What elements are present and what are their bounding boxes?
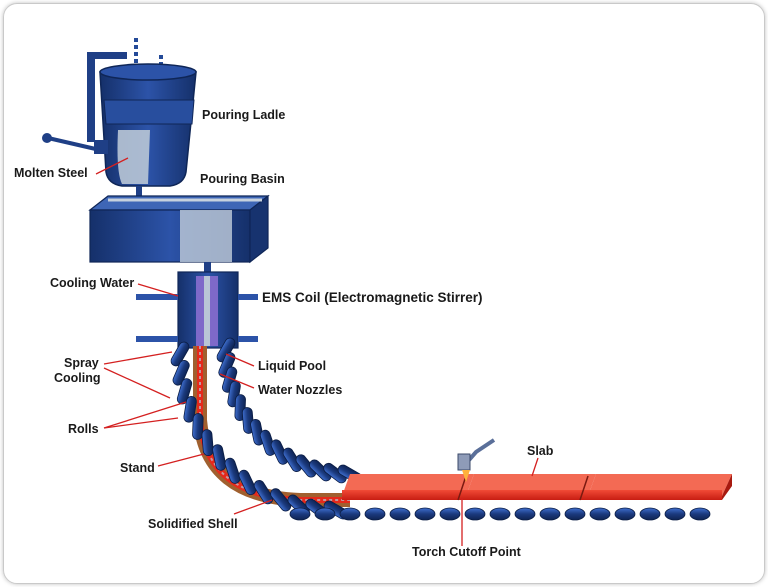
roll <box>270 488 292 512</box>
roll <box>212 444 227 471</box>
roll <box>664 507 686 521</box>
label-stand: Stand <box>120 461 155 475</box>
roll <box>289 507 311 521</box>
roll <box>464 507 486 521</box>
label-rolls: Rolls <box>68 422 99 436</box>
label-spray-cooling-line2: Cooling <box>54 371 101 385</box>
roll <box>514 507 536 521</box>
roll <box>564 507 586 521</box>
roll <box>614 507 636 521</box>
label-torch-cutoff-point: Torch Cutoff Point <box>412 545 522 559</box>
label-spray-cooling-line1: Spray <box>64 356 99 370</box>
label-water-nozzles: Water Nozzles <box>258 383 342 397</box>
pouring-basin <box>88 194 270 276</box>
roll <box>224 457 241 484</box>
labels: Pouring Ladle Molten Steel Pouring Basin… <box>14 108 554 559</box>
roll <box>689 507 711 521</box>
pouring-ladle <box>42 38 197 204</box>
leader-lines <box>95 157 539 546</box>
roll <box>314 507 336 521</box>
mould-ems-coil <box>136 271 258 349</box>
label-ems-coil: EMS Coil (Electromagnetic Stirrer) <box>262 290 483 305</box>
roll <box>639 507 661 521</box>
slab-run <box>342 474 732 501</box>
cutting-torch <box>457 438 496 482</box>
roll <box>192 413 204 440</box>
roll <box>170 341 190 367</box>
roll <box>439 507 461 521</box>
label-molten-steel: Molten Steel <box>14 166 88 180</box>
label-slab: Slab <box>527 444 554 458</box>
roll <box>364 507 386 521</box>
label-pouring-ladle: Pouring Ladle <box>202 108 285 122</box>
roll <box>389 507 411 521</box>
diagram-frame <box>3 3 765 584</box>
roll <box>253 479 274 505</box>
roll <box>238 469 257 496</box>
label-cooling-water: Cooling Water <box>50 276 134 290</box>
roll <box>414 507 436 521</box>
roll <box>589 507 611 521</box>
roll <box>489 507 511 521</box>
label-liquid-pool: Liquid Pool <box>258 359 326 373</box>
roll <box>201 429 214 456</box>
label-solidified-shell: Solidified Shell <box>148 517 238 531</box>
roll-set <box>170 337 711 521</box>
label-pouring-basin: Pouring Basin <box>200 172 285 186</box>
roll <box>183 396 197 423</box>
roll <box>539 507 561 521</box>
roll <box>172 360 190 386</box>
roll <box>339 507 361 521</box>
